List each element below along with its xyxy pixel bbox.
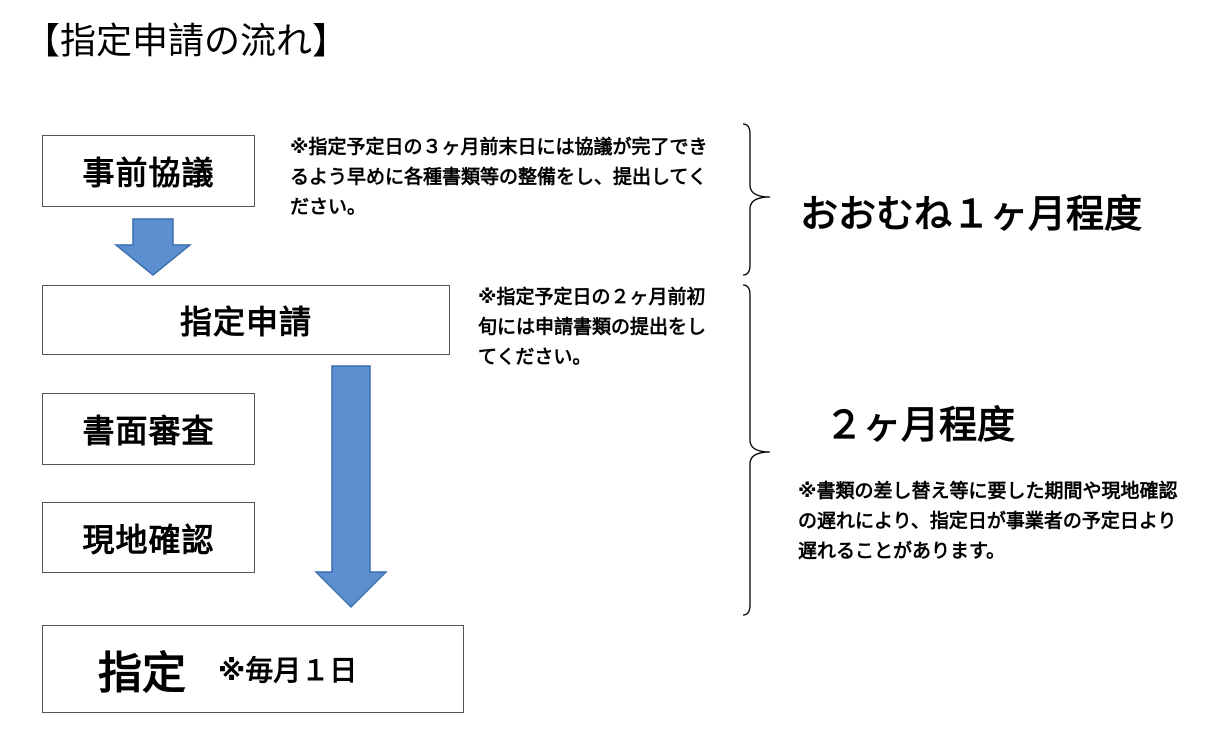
consultation-note: ※指定予定日の３ヶ月前末日には協議が完了できるよう早めに各種書類等の整備をし、提… <box>290 136 708 218</box>
application-note: ※指定予定日の２ヶ月前初旬には申請書類の提出をしてください。 <box>478 286 707 368</box>
delay-note: ※書類の差し替え等に要した期間や現地確認の遅れにより、指定日が事業者の予定日より… <box>798 480 1178 562</box>
step-designation-box: 指定 ※毎月１日 <box>42 625 464 713</box>
down-arrow-large-icon <box>314 365 388 609</box>
step-application-label: 指定申請 <box>179 303 312 341</box>
step-site-check-box: 現地確認 <box>42 502 255 573</box>
step-consultation-box: 事前協議 <box>42 135 255 207</box>
duration-second: ２ヶ月程度 <box>825 403 1016 447</box>
brace-first-period-icon <box>742 123 771 276</box>
duration-first: おおむね１ヶ月程度 <box>800 192 1143 236</box>
designation-note: ※毎月１日 <box>218 654 358 687</box>
brace-second-period-icon <box>742 284 771 616</box>
step-designation-label: 指定 <box>98 648 186 699</box>
step-application-box: 指定申請 <box>42 285 450 355</box>
step-site-check-label: 現地確認 <box>82 520 215 559</box>
page-title: 【指定申請の流れ】 <box>24 21 349 62</box>
step-document-review-box: 書面審査 <box>42 393 255 465</box>
step-document-review-label: 書面審査 <box>82 412 215 450</box>
down-arrow-small-icon <box>113 218 193 276</box>
step-consultation-label: 事前協議 <box>82 154 215 192</box>
